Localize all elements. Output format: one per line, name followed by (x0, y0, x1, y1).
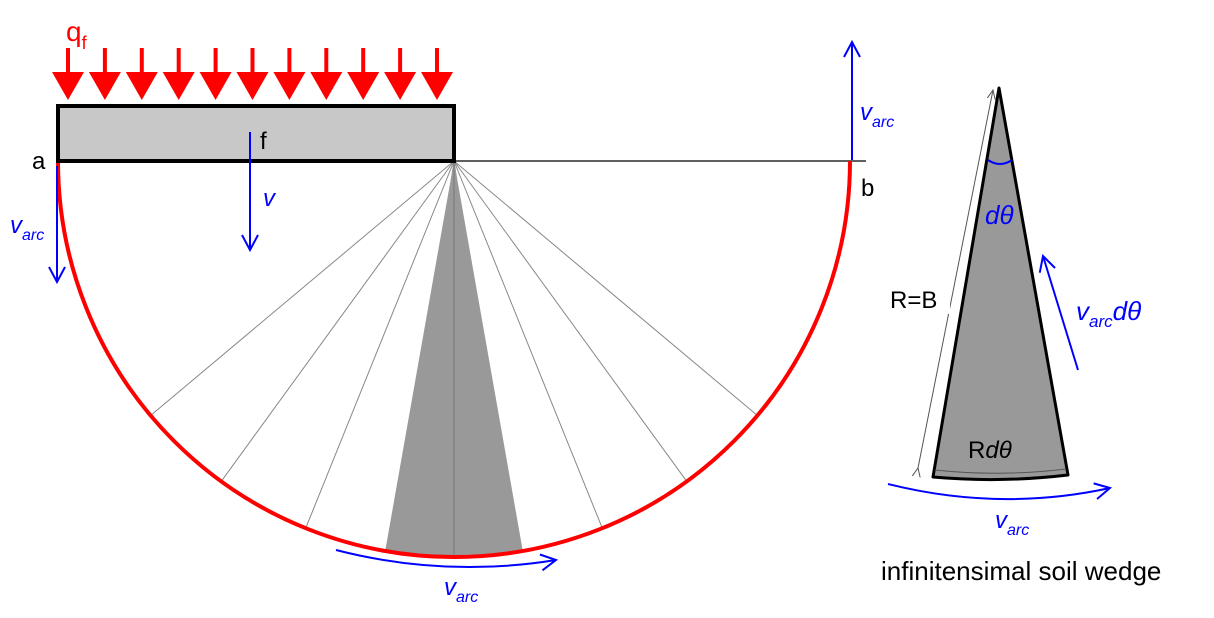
radial-line (453, 160, 603, 529)
arc-length-dimension (934, 468, 1067, 474)
varc-dtheta-arrow (1038, 253, 1079, 371)
varc-bottom-label: varc (444, 574, 478, 606)
radial-line (150, 160, 455, 416)
varc-b-label: varc (860, 99, 894, 131)
infinitesimal-wedge-detail: dθ R=B Rdθ varcdθ varc infinitensimal so… (881, 86, 1161, 586)
load-label: qf (66, 16, 88, 53)
radius-label-bg (888, 282, 950, 314)
wedge-caption: infinitensimal soil wedge (881, 556, 1161, 586)
radial-line (220, 160, 455, 482)
point-b-label: b (861, 175, 874, 202)
footing (56, 104, 456, 163)
radial-line (453, 160, 758, 416)
varc-detail-arrow (887, 482, 1113, 501)
varc-detail-label: varc (995, 507, 1029, 539)
point-f-label: f (260, 128, 267, 155)
radial-line (453, 160, 688, 482)
radial-line (305, 160, 455, 529)
varc-a-label: varc (10, 212, 44, 244)
detail-wedge (931, 86, 1070, 482)
radius-dimension-line (918, 90, 993, 468)
radius-label: R=B (890, 287, 937, 314)
point-a-label: a (32, 148, 46, 175)
varc-bottom-arrow (335, 549, 559, 572)
arc-length-label: Rdθ (968, 437, 1012, 464)
varc-dtheta-label: varcdθ (1076, 296, 1141, 331)
dtheta-label: dθ (985, 200, 1014, 230)
distributed-load-arrows (52, 48, 453, 100)
footing-velocity-label: v (263, 185, 277, 212)
failure-arc (56, 160, 852, 559)
